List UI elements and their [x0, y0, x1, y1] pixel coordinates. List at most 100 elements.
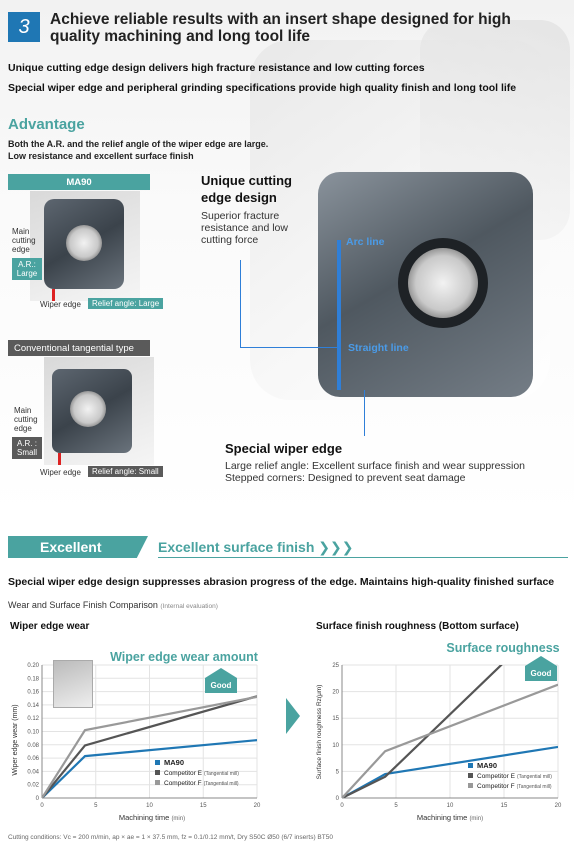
wiper-edge-marker	[58, 453, 61, 465]
legend-swatch	[155, 760, 160, 765]
y-tick-label: 0.06	[27, 756, 39, 762]
conventional-label: Conventional tangential type	[8, 340, 150, 356]
x-tick-label: 20	[555, 803, 562, 809]
wear-chart-axes: 00.020.040.060.080.100.120.140.160.180.2…	[27, 663, 261, 809]
y-tick-label: 20	[332, 690, 339, 696]
lead-line-2: Special wiper edge and peripheral grindi…	[8, 82, 517, 94]
legend-entry: MA90	[164, 758, 184, 767]
wiper-wear-thumbnail	[53, 660, 93, 708]
conventional-insert-photo	[44, 357, 154, 465]
y-tick-label: 10	[332, 743, 339, 749]
excellent-lead: Special wiper edge design suppresses abr…	[8, 576, 555, 588]
lead-line-1: Unique cutting edge design delivers high…	[8, 62, 425, 74]
roughness-chart-ylabel: Surface finish roughness Rz(μm)	[316, 685, 323, 780]
x-tick-label: 5	[94, 803, 98, 809]
good-label: Good	[525, 666, 557, 681]
section-number-badge: 3	[8, 12, 40, 42]
section-title: Achieve reliable results with an insert …	[50, 11, 511, 45]
good-label: Good	[205, 678, 237, 693]
y-tick-label: 0.02	[27, 783, 39, 789]
y-tick-label: 0.12	[27, 716, 39, 722]
advantage-text-line: Both the A.R. and the relief angle of th…	[8, 139, 269, 149]
series-line-competitor-f	[342, 683, 558, 798]
y-tick-label: 0.16	[27, 690, 39, 696]
conventional-wiper-label: Wiper edge	[40, 468, 81, 477]
y-tick-label: 15	[332, 716, 339, 722]
wear-chart: 00.020.040.060.080.100.120.140.160.180.2…	[12, 650, 261, 822]
up-arrow-icon	[525, 656, 557, 666]
series-line-ma90	[42, 739, 257, 798]
y-tick-label: 0.04	[27, 769, 39, 775]
excellent-tag: Excellent	[8, 536, 148, 558]
legend-swatch	[468, 783, 473, 788]
legend-swatch	[155, 780, 160, 785]
up-arrow-icon	[205, 668, 237, 678]
conventional-relief-tag: Relief angle: Small	[88, 466, 163, 477]
excellent-heading: Excellent surface finish ❯❯❯	[158, 539, 354, 555]
excellent-bar: Excellent Excellent surface finish ❯❯❯	[8, 536, 568, 558]
wear-chart-title: Wiper edge wear amount	[110, 650, 259, 664]
x-tick-label: 10	[146, 803, 153, 809]
ma90-label: MA90	[8, 174, 150, 190]
wiper-edge-marker	[52, 289, 55, 301]
excellent-rule	[158, 557, 568, 558]
x-tick-label: 0	[40, 803, 44, 809]
wiper-edge-title: Special wiper edge	[225, 441, 343, 456]
series-line-competitor-e	[342, 665, 503, 798]
y-tick-label: 5	[336, 769, 340, 775]
leader-line	[240, 260, 241, 348]
ma90-relief-tag: Relief angle: Large	[88, 298, 164, 309]
roughness-chart-title: Surface roughness	[446, 641, 559, 655]
legend-entry: Competitor F(Tangential mill)	[164, 780, 239, 787]
y-tick-label: 25	[332, 663, 339, 669]
next-arrow-icon	[286, 698, 300, 734]
advantage-title: Advantage	[8, 116, 85, 133]
ma90-insert-photo	[30, 191, 140, 301]
comparison-note: (Internal evaluation)	[160, 603, 218, 610]
wiper-edge-text: Large relief angle: Excellent surface fi…	[225, 460, 526, 484]
advantage-text: Both the A.R. and the relief angle of th…	[8, 138, 268, 162]
cutting-conditions-footnote: Cutting conditions: Vc = 200 m/min, ap ×…	[8, 834, 333, 841]
x-tick-label: 15	[501, 803, 508, 809]
legend-entry: Competitor E(Tangential mill)	[477, 773, 552, 780]
screw-icon	[66, 225, 102, 261]
edge-highlight	[337, 240, 341, 390]
x-tick-label: 0	[340, 803, 344, 809]
legend-entry: Competitor F(Tangential mill)	[477, 783, 552, 790]
good-indicator: Good	[205, 668, 237, 693]
leader-line	[240, 347, 340, 348]
y-tick-label: 0	[36, 796, 40, 802]
x-tick-label: 20	[254, 803, 261, 809]
screw-icon	[70, 391, 106, 427]
x-tick-label: 15	[200, 803, 207, 809]
y-tick-label: 0.18	[27, 676, 39, 682]
series-line-competitor-e	[42, 695, 257, 798]
arc-line-label: Arc line	[346, 236, 385, 248]
screw-icon	[408, 248, 478, 318]
leader-line	[364, 390, 365, 436]
legend-entry: MA90	[477, 761, 497, 770]
wear-chart-ylabel: Wiper edge wear (mm)	[12, 704, 19, 775]
legend-entry: Competitor E(Tangential mill)	[164, 770, 239, 777]
x-tick-label: 5	[394, 803, 398, 809]
comparison-title-text: Wear and Surface Finish Comparison	[8, 600, 158, 610]
ma90-wiper-label: Wiper edge	[40, 300, 81, 309]
y-tick-label: 0.14	[27, 703, 39, 709]
good-indicator: Good	[525, 656, 557, 681]
y-tick-label: 0.10	[27, 730, 39, 736]
legend-swatch	[468, 763, 473, 768]
series-line-competitor-f	[42, 695, 257, 798]
roughness-chart-series	[342, 665, 558, 798]
conventional-ar-tag: A.R. :Small	[12, 437, 42, 459]
ma90-ar-tag: A.R.:Large	[12, 258, 42, 280]
advantage-text-line: Low resistance and excellent surface fin…	[8, 151, 194, 161]
legend-swatch	[155, 770, 160, 775]
y-tick-label: 0.08	[27, 743, 39, 749]
